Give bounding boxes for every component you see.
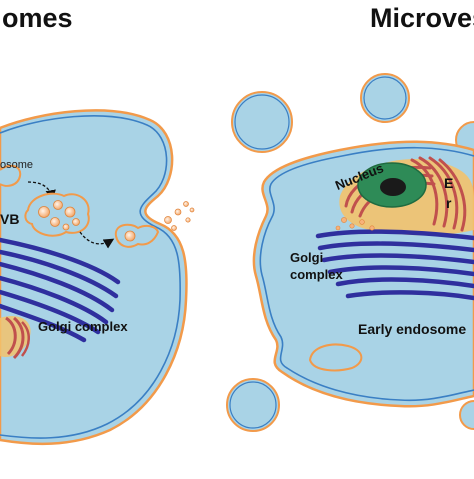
right-cell: Nucleus E r Golgi complex Early endosome <box>252 140 474 408</box>
nucleus <box>357 162 427 208</box>
left-cell-inner-membrane <box>0 115 181 439</box>
mvb-label: VB <box>0 211 19 227</box>
early-endosome-left <box>0 164 22 187</box>
endosome-label: osome <box>0 159 33 171</box>
right-panel-title: Microves <box>370 3 474 33</box>
left-golgi-stacks <box>0 237 121 343</box>
left-cell: osome VB <box>0 109 195 446</box>
er-label-line1: E <box>444 175 453 191</box>
multivesicular-body <box>24 192 90 237</box>
left-golgi-label: Golgi complex <box>38 319 128 334</box>
early-endosome-right <box>308 343 363 372</box>
right-golgi-label-line1: Golgi <box>290 250 323 265</box>
early-endosome-label: Early endosome <box>358 321 466 337</box>
arrow-endosome-to-mvb <box>27 181 56 201</box>
fusing-vesicle <box>114 223 160 248</box>
released-exosomes <box>164 201 195 231</box>
golgi-vesicles <box>335 217 375 231</box>
left-er <box>0 316 31 360</box>
arrow-mvb-to-membrane <box>79 231 115 249</box>
right-golgi-label-line2: complex <box>290 267 344 282</box>
left-panel-title: omes <box>2 3 73 33</box>
right-golgi-stacks <box>315 229 474 301</box>
er-label-line2: r <box>446 195 452 211</box>
right-cell-inner-membrane <box>259 146 474 402</box>
microvesicles <box>226 73 474 432</box>
